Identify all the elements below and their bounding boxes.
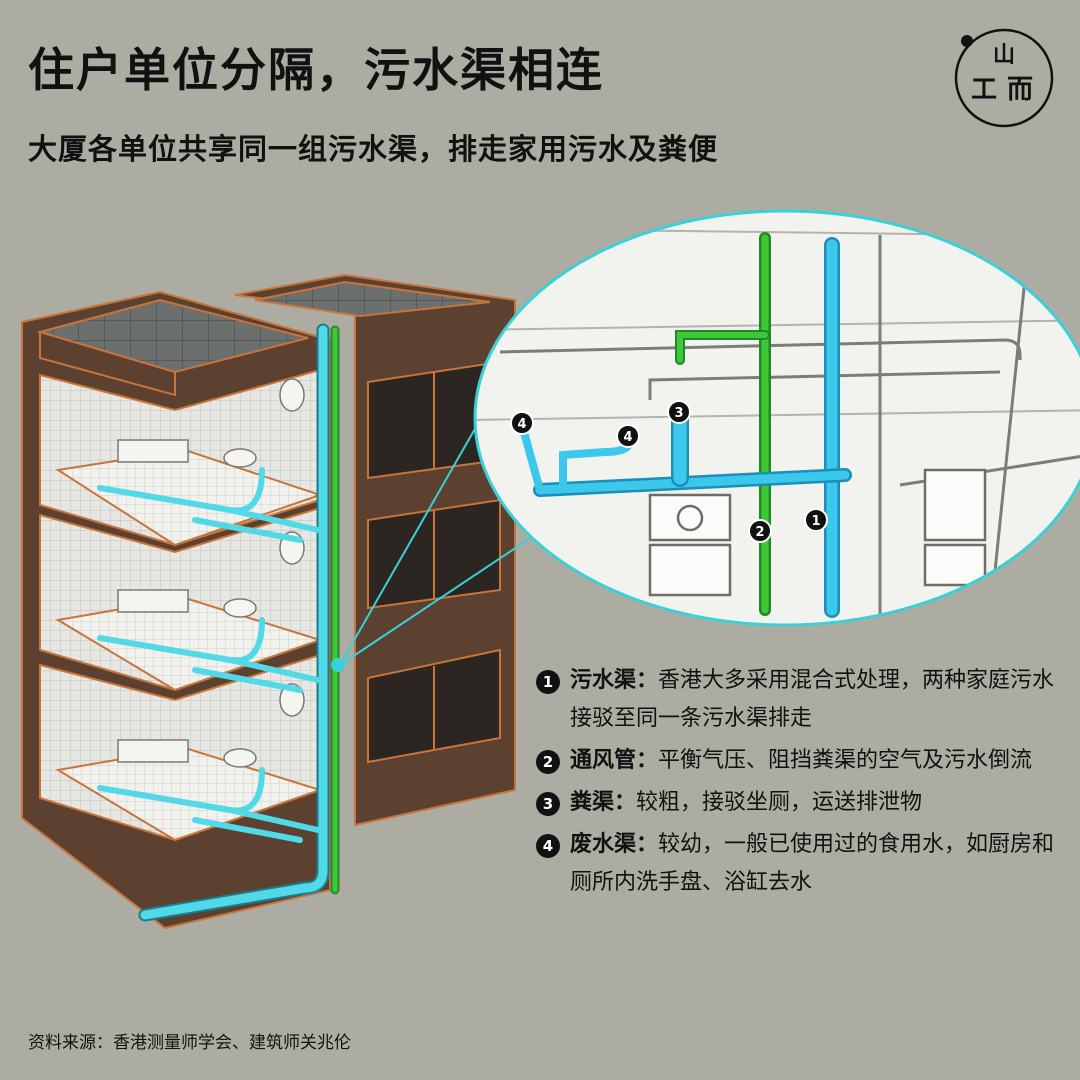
legend-text: 香港大多采用混合式处理，两种家庭污水接驳至同一条污水渠排走 (570, 668, 1055, 731)
legend-term: 废水渠 (570, 832, 637, 857)
legend-separator: ： (636, 748, 659, 773)
callout-4-left: 4 (510, 411, 534, 435)
legend-text: 较幼，一般已使用过的食用水，如厨房和厕所内洗手盘、浴缸去水 (570, 832, 1055, 895)
svg-text:3: 3 (674, 406, 683, 421)
callout-4-right: 4 (616, 424, 640, 448)
right-building (234, 273, 516, 827)
legend-item-waste-pipe: 4 废水渠：较幼，一般已使用过的食用水，如厨房和厕所内洗手盘、浴缸去水 (536, 826, 1066, 902)
logo-char-top: 山 (993, 43, 1015, 68)
legend-separator: ： (636, 832, 659, 857)
logo-char-left: 工 (971, 75, 997, 105)
legend-text: 平衡气压、阻挡粪渠的空气及污水倒流 (658, 748, 1033, 773)
building-pipes (97, 323, 340, 922)
page-title: 住户单位分隔，污水渠相连 (28, 43, 604, 97)
callout-3: 3 (667, 400, 691, 424)
legend-text: 较粗，接驳坐厕，运送排泄物 (636, 790, 923, 815)
svg-text:2: 2 (755, 525, 764, 540)
legend-separator: ： (636, 668, 659, 693)
page-subtitle: 大厦各单位共享同一组污水渠，排走家用污水及粪便 (28, 132, 719, 166)
legend-item-soil-pipe: 3 粪渠：较粗，接驳坐厕，运送排泄物 (536, 784, 1066, 822)
svg-text:4: 4 (623, 430, 632, 445)
legend-badge: 2 (536, 750, 560, 774)
legend-separator: ： (614, 790, 637, 815)
legend-badge: 1 (536, 670, 560, 694)
legend-list: 1 污水渠：香港大多采用混合式处理，两种家庭污水接驳至同一条污水渠排走 2 通风… (536, 662, 1066, 906)
publisher-logo: 山 工 而 (954, 28, 1054, 128)
callout-1: 1 (804, 508, 828, 532)
svg-text:4: 4 (517, 417, 526, 432)
logo-char-right: 而 (1007, 75, 1033, 105)
legend-badge: 4 (536, 834, 560, 858)
svg-text:1: 1 (811, 514, 820, 529)
legend-item-vent: 2 通风管：平衡气压、阻挡粪渠的空气及污水倒流 (536, 742, 1066, 780)
legend-term: 粪渠 (570, 790, 615, 815)
legend-item-sewer: 1 污水渠：香港大多采用混合式处理，两种家庭污水接驳至同一条污水渠排走 (536, 662, 1066, 738)
callout-2: 2 (748, 519, 772, 543)
legend-term: 通风管 (570, 748, 637, 773)
legend-badge: 3 (536, 792, 560, 816)
zoom-inset (473, 209, 1080, 627)
left-building-cutaway (21, 290, 331, 930)
source-note: 资料来源：香港测量师学会、建筑师关兆伦 (28, 1033, 351, 1053)
legend-term: 污水渠 (570, 668, 637, 693)
